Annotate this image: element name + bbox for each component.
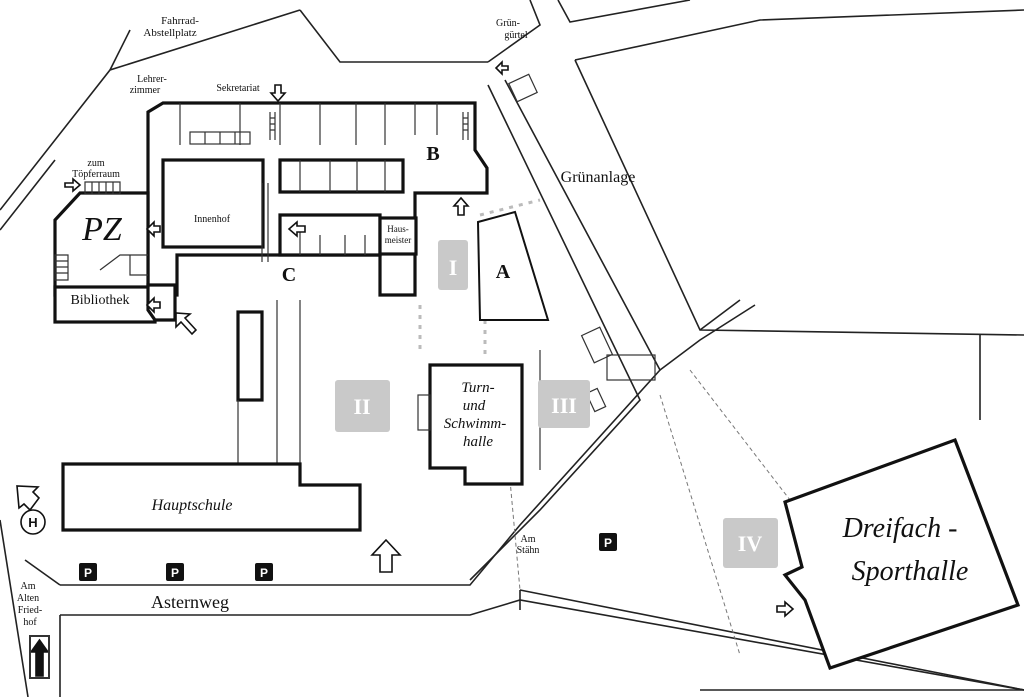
label-friedhof-3: Fried- [18,605,42,616]
label-dreifach-1: Dreifach - [842,513,958,544]
svg-text:H: H [28,515,37,530]
label-friedhof-2: Alten [17,593,39,604]
zone-ii: II [335,380,390,432]
label-building-b: B [426,143,439,165]
label-fahrrad-1: Fahrrad- [161,15,199,27]
label-pz: PZ [81,211,123,248]
label-sekretariat: Sekretariat [216,83,260,94]
zone-i: I [438,240,468,290]
label-haus-1: Haus- [387,224,409,234]
label-staehn-1: Am [521,534,536,545]
hauptschule-building [61,462,362,532]
label-lehrer-2: zimmer [130,85,161,96]
label-dreifach-2: Sporthalle [852,556,969,587]
parking-3: P [255,563,273,581]
label-staehn-2: Stähn [517,545,540,556]
label-asternweg: Asternweg [151,592,229,612]
svg-text:P: P [171,566,179,580]
label-turn-2: und [463,398,486,414]
heliport-icon [20,509,46,535]
svg-text:III: III [551,393,577,418]
svg-text:P: P [604,536,612,550]
svg-text:P: P [260,566,268,580]
label-haus-2: meister [385,235,412,245]
zone-iii: III [538,380,590,428]
label-innenhof: Innenhof [194,214,231,225]
zone-iv: IV [723,518,778,568]
sporthalle-building [782,437,1021,671]
parking-4: P [599,533,617,551]
svg-text:II: II [353,394,370,419]
svg-text:I: I [449,255,458,280]
label-turn-3: Schwimm- [444,416,507,432]
swimming-hall [428,363,524,486]
label-turn-4: halle [463,434,493,450]
parking-2: P [166,563,184,581]
label-hauptschule: Hauptschule [151,497,233,514]
label-fahrrad-2: Abstellplatz [143,27,196,39]
label-toepfer-2: Töpferraum [72,169,120,180]
main-building [53,101,489,324]
label-gruenanlage: Grünanlage [561,169,636,186]
label-gruen-1: Grün- [496,18,520,29]
entrance-arrows [16,60,795,679]
building-a [476,210,550,321]
label-building-c: C [282,264,296,286]
label-friedhof-4: hof [23,617,37,628]
parking-1: P [79,563,97,581]
label-toepfer-1: zum [87,158,104,169]
label-gruen-2: gürtel [504,30,528,41]
label-turn-1: Turn- [461,380,494,396]
label-building-a: A [496,261,511,283]
label-bibliothek: Bibliothek [70,293,129,308]
label-friedhof-1: Am [21,581,36,592]
label-lehrer-1: Lehrer- [137,74,167,85]
svg-text:P: P [84,566,92,580]
svg-text:IV: IV [738,531,763,556]
